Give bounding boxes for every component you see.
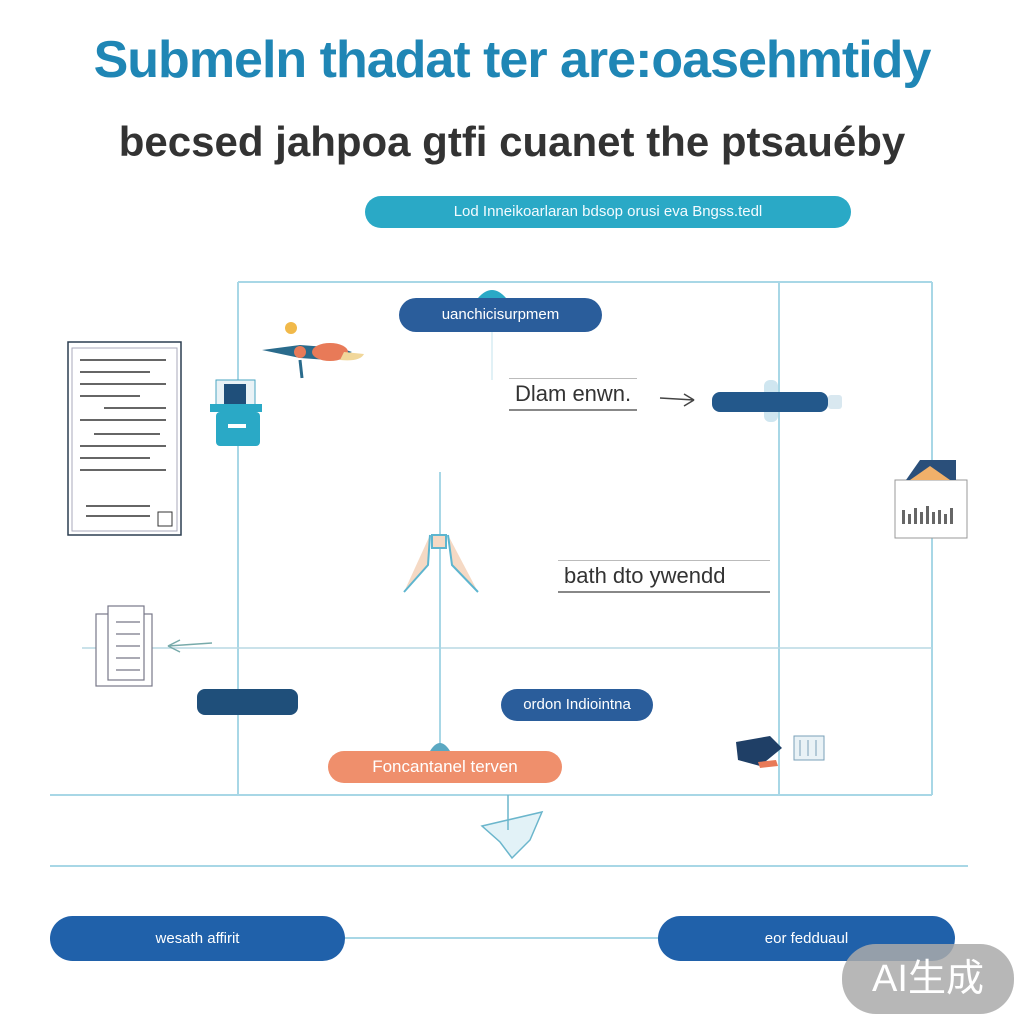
right-connector-bar bbox=[712, 392, 828, 412]
arrow-right bbox=[659, 393, 695, 407]
node-label-2: bath dto ywendd bbox=[558, 560, 770, 593]
ai-generated-watermark: AI生成 bbox=[842, 944, 1014, 1014]
top-banner-pill: Lod Inneikoarlaran bdsop orusi eva Bngss… bbox=[365, 196, 851, 228]
clipboard-icon bbox=[95, 605, 153, 687]
funnel-icon bbox=[480, 810, 544, 860]
upper-node-pill: uanchicisurpmem bbox=[399, 298, 602, 332]
document-icon-left bbox=[67, 341, 182, 536]
bottom-left-pill: wesath affirit bbox=[50, 916, 345, 961]
delivery-icon bbox=[736, 735, 825, 768]
upper-pill-notch bbox=[478, 290, 506, 298]
report-icon bbox=[894, 460, 968, 539]
arrow-left bbox=[167, 639, 213, 653]
right-connector-cap bbox=[828, 395, 842, 409]
orange-node-pill: Foncantanel terven bbox=[328, 751, 562, 783]
diagram-subtitle: becsed jahpoa gtfi cuanet the ptsauéby bbox=[118, 118, 906, 165]
middle-node-pill: ordon Indiointna bbox=[501, 689, 653, 721]
center-figure bbox=[403, 534, 479, 593]
node-label-1: Dlam enwn. bbox=[509, 378, 638, 411]
drone-icon bbox=[262, 322, 364, 379]
left-connector-bar bbox=[197, 689, 298, 715]
bottom-right-pill: eor fedduaul bbox=[658, 916, 955, 961]
orange-pill-notch bbox=[430, 743, 450, 751]
diagram-title: Submeln thadat ter are:oasehmtidy bbox=[93, 31, 932, 89]
lock-icon bbox=[210, 379, 262, 446]
